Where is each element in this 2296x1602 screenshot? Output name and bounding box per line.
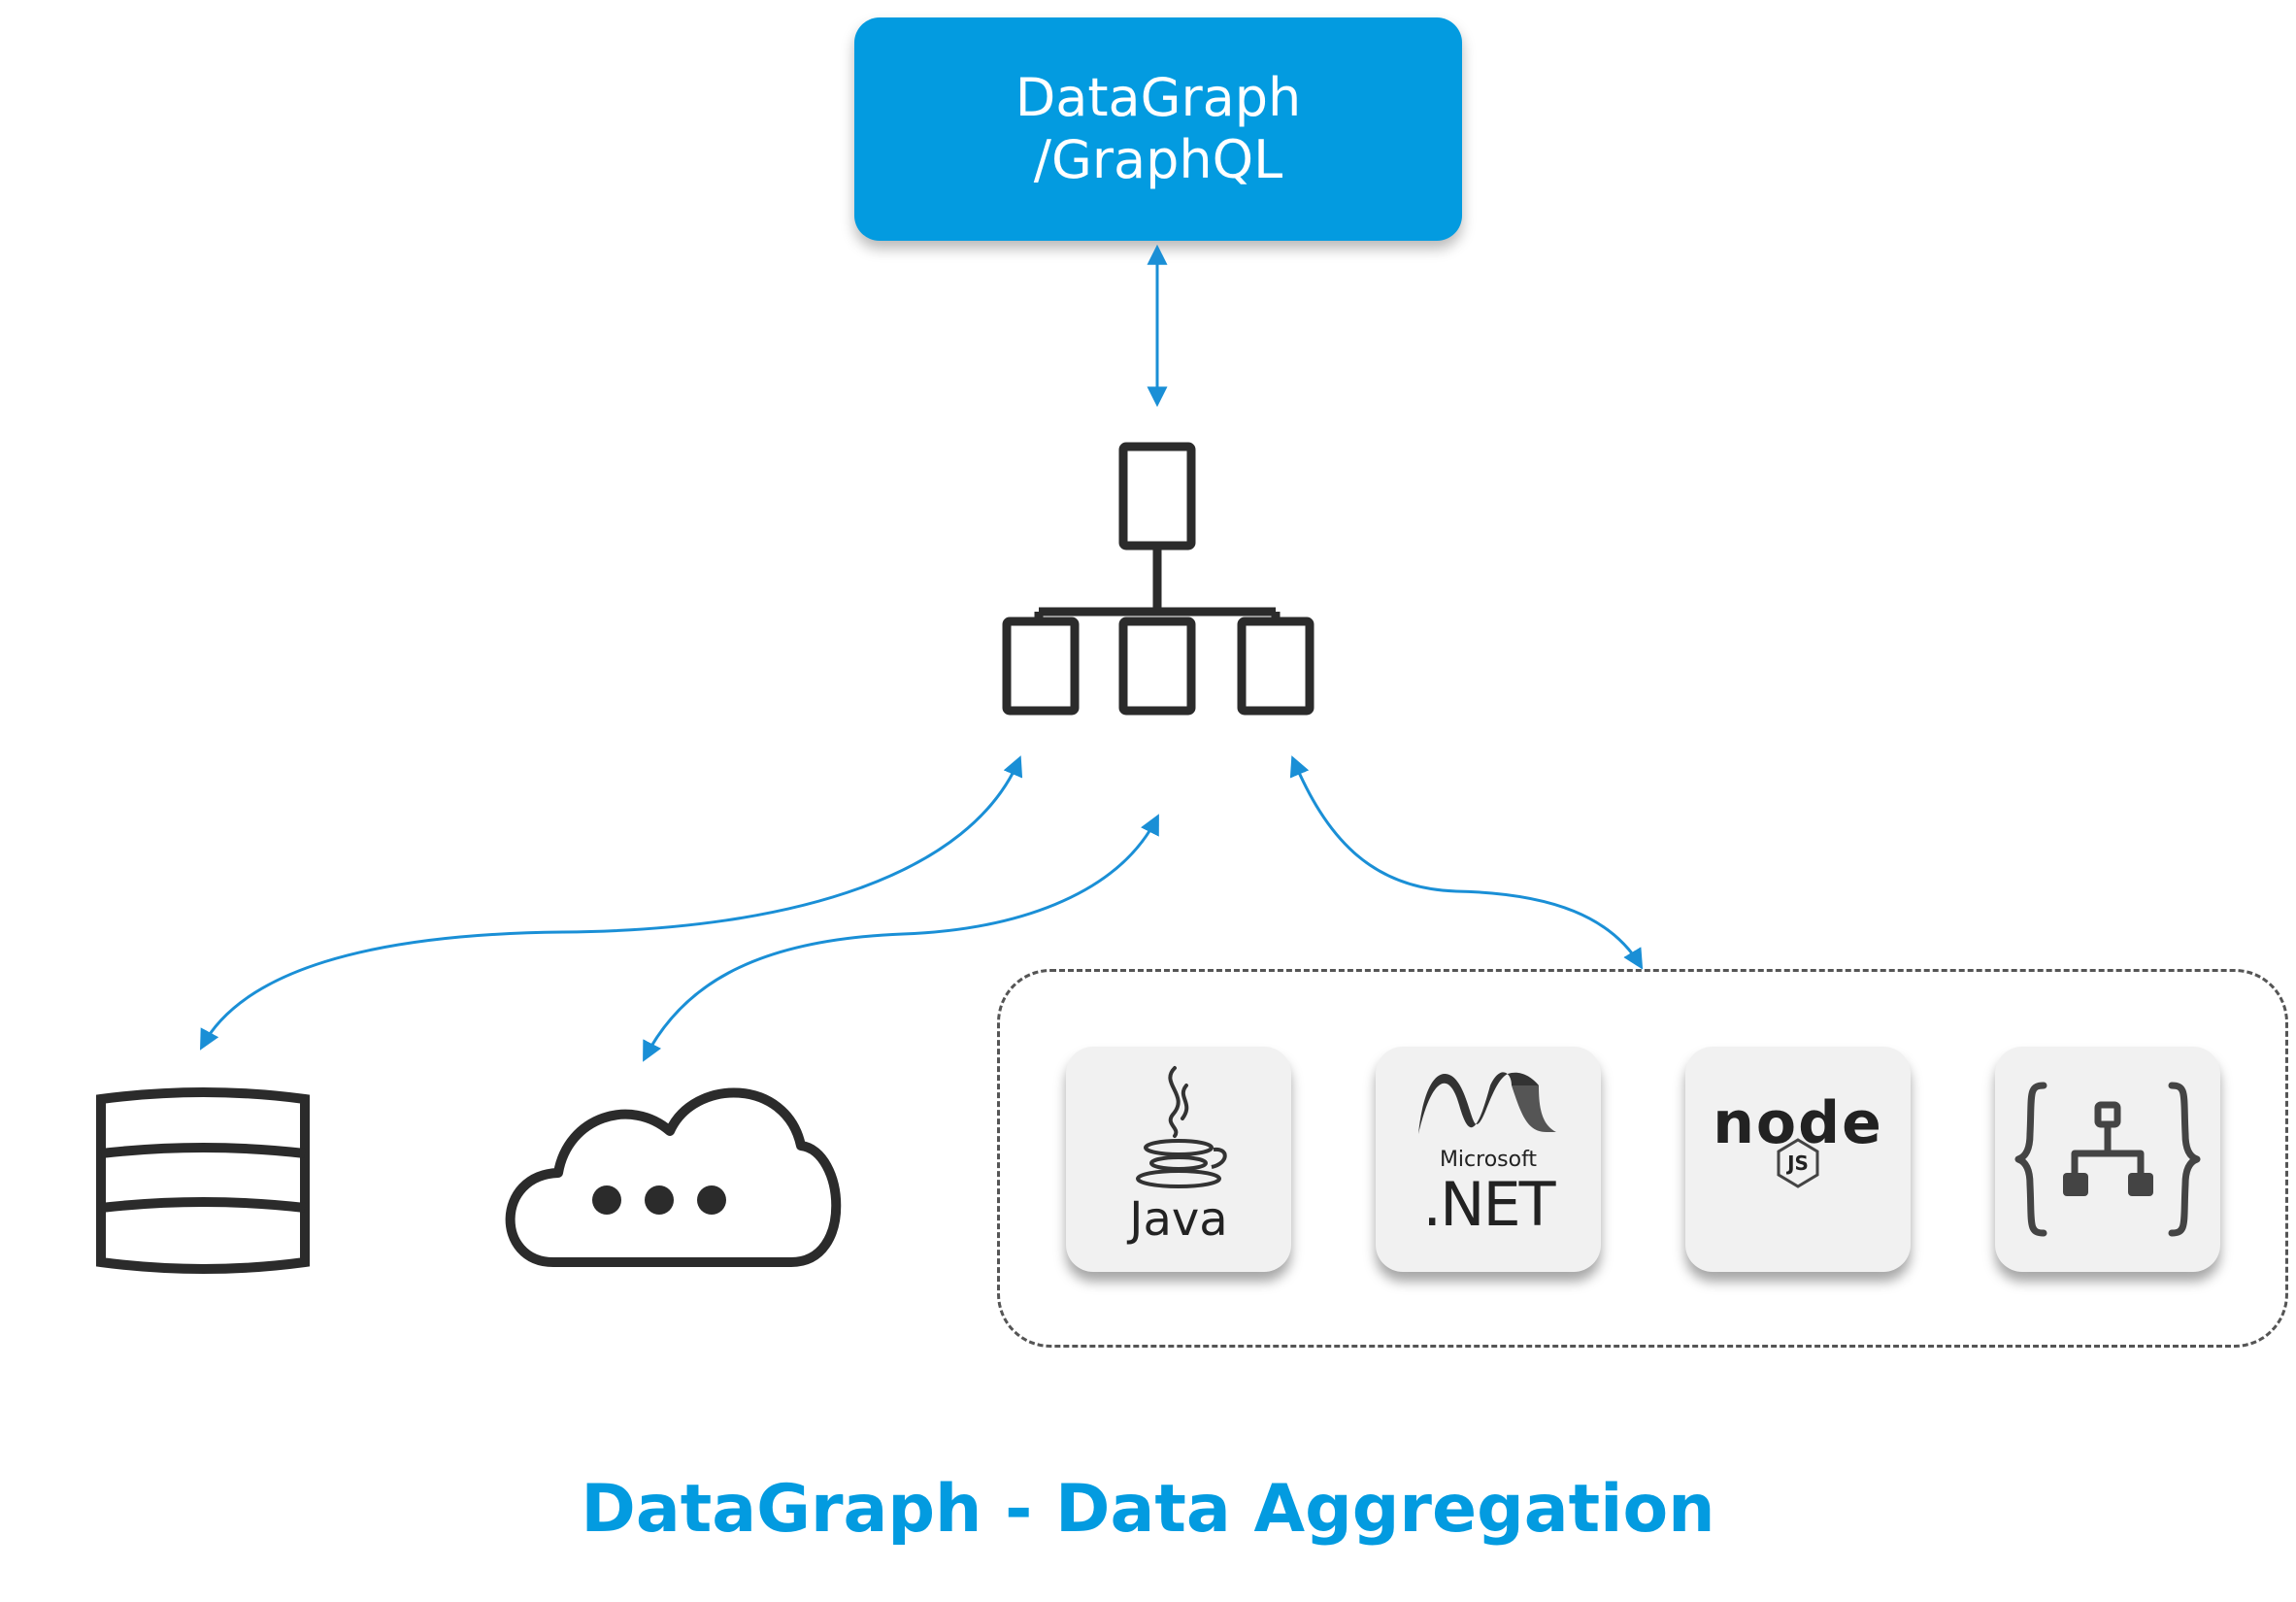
java-tile: Java bbox=[1066, 1047, 1291, 1272]
dotnet-logo-icon bbox=[1418, 1072, 1556, 1134]
arrow-hierarchy-database bbox=[200, 755, 1023, 1051]
datagraph-graphql-node: DataGraph /GraphQL bbox=[854, 17, 1462, 241]
nodejs-logo-icon bbox=[1777, 1138, 1819, 1188]
java-logo-icon bbox=[1136, 1066, 1227, 1188]
dotnet-microsoft-label: Microsoft bbox=[1439, 1148, 1538, 1172]
node-js-badge: JS bbox=[1787, 1151, 1809, 1175]
diagram-title: DataGraph - Data Aggregation bbox=[581, 1471, 1715, 1548]
top-node-line2: /GraphQL bbox=[1033, 129, 1283, 190]
database-icon bbox=[96, 1087, 310, 1274]
api-braces-icon bbox=[2014, 1082, 2201, 1237]
top-node-line1: DataGraph bbox=[1015, 67, 1302, 128]
node-label: node bbox=[1713, 1089, 1883, 1157]
java-label: Java bbox=[1129, 1192, 1228, 1247]
arrow-hierarchy-cloud bbox=[643, 814, 1159, 1062]
services-group bbox=[997, 969, 2288, 1348]
arrow-hierarchy-services bbox=[1289, 755, 1644, 970]
dotnet-label: .NET bbox=[1422, 1169, 1555, 1240]
hierarchy-icon bbox=[1002, 442, 1314, 716]
api-tile bbox=[1995, 1047, 2220, 1272]
nodejs-tile: node JS bbox=[1685, 1047, 1911, 1272]
cloud-icon bbox=[505, 1087, 842, 1267]
dotnet-tile: Microsoft .NET bbox=[1376, 1047, 1601, 1272]
